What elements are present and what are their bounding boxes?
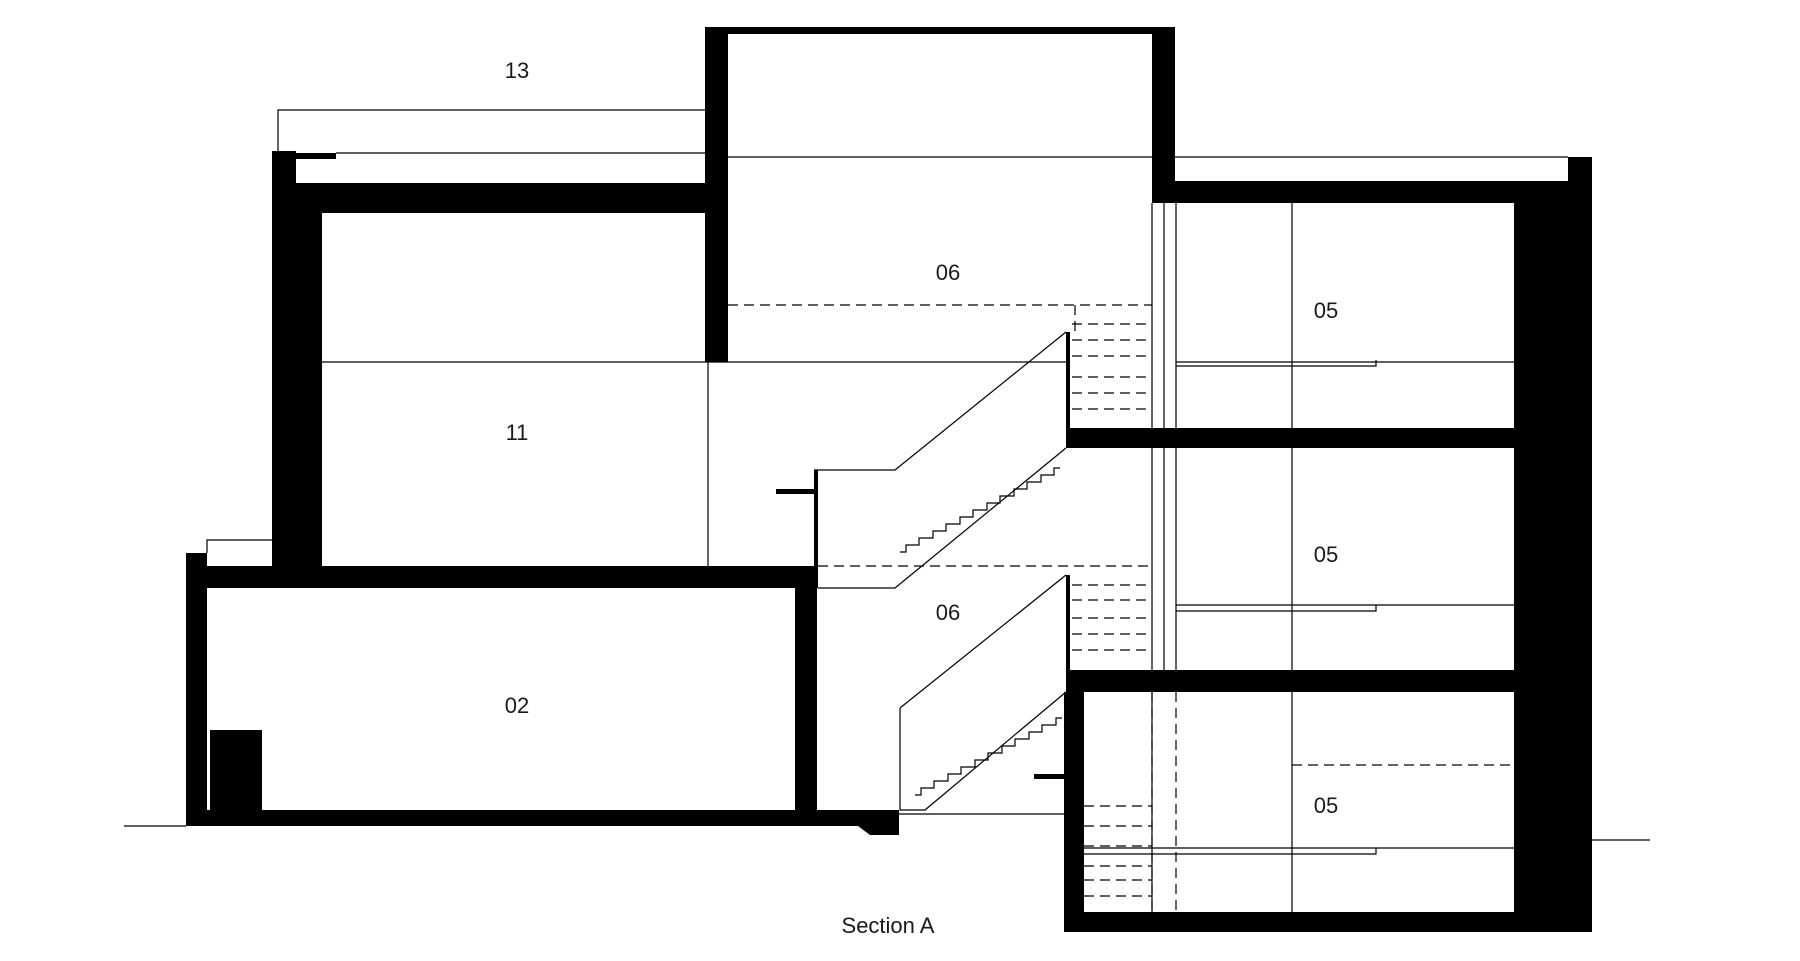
room-label-06-lower: 06 [936,600,960,625]
room-label-05-top: 05 [1314,298,1338,323]
structural-walls [186,27,1592,932]
room-label-13: 13 [505,58,529,83]
room-label-11: 11 [506,420,529,445]
room-label-05-middle: 05 [1314,542,1338,567]
section-caption: Section A [842,913,935,938]
room-labels: 13 06 05 11 05 06 02 05 [505,58,1338,818]
hidden-lines [728,304,1568,912]
room-label-02: 02 [505,693,529,718]
room-label-06-upper: 06 [936,260,960,285]
thin-outlines [206,109,1568,912]
ground-line [124,825,1650,841]
room-label-05-bottom: 05 [1314,793,1338,818]
